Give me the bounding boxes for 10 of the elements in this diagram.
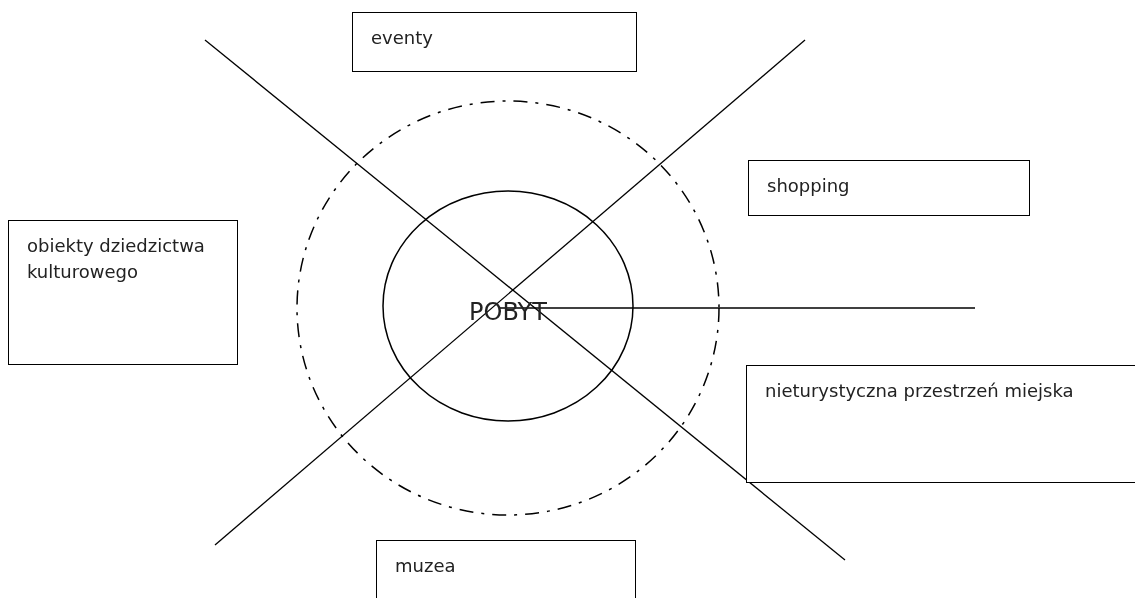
category-label: muzea <box>395 554 457 578</box>
category-label: obiekty dziedzictwa kulturowego <box>27 234 206 284</box>
category-box <box>352 12 637 72</box>
category-box <box>8 220 238 365</box>
category-box <box>748 160 1030 216</box>
category-label: eventy <box>371 26 434 50</box>
category-label: nieturystyczna przestrzeń miejska <box>765 379 1075 403</box>
category-label: shopping <box>767 174 851 198</box>
category-box <box>746 365 1135 483</box>
category-box <box>376 540 636 598</box>
